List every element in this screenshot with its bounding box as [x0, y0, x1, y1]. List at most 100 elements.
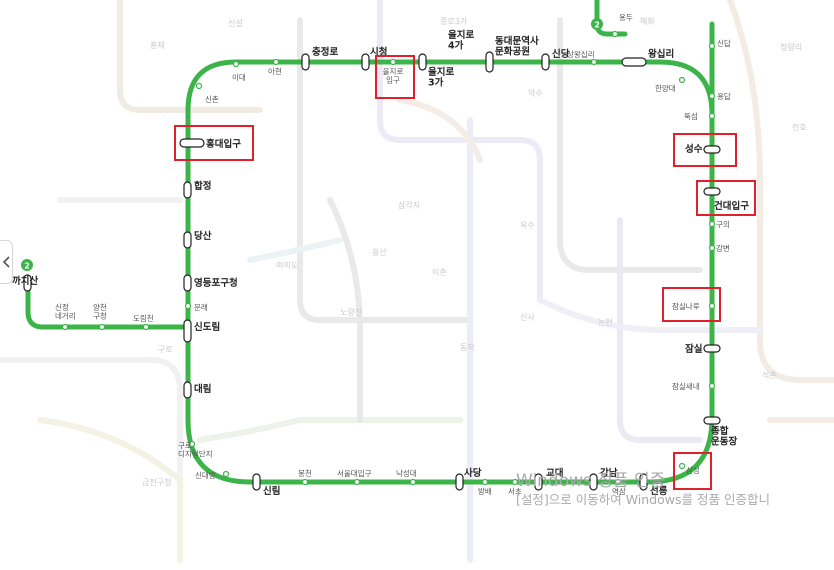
- bg-label-sinseol: 신설: [228, 18, 243, 28]
- mark-samseong: [673, 452, 712, 490]
- svg-text:왕십리: 왕십리: [648, 48, 674, 60]
- station-sindang[interactable]: 신당: [541, 48, 570, 71]
- svg-text:잠실새내: 잠실새내: [672, 381, 700, 391]
- svg-text:상왕십리: 상왕십리: [567, 49, 595, 59]
- watermark-title: Windows 정품 인증: [516, 471, 665, 491]
- station-guui[interactable]: 구의: [708, 219, 730, 229]
- chevron-left-icon: [2, 256, 10, 268]
- station-sadang[interactable]: 사당: [455, 467, 482, 491]
- station-bangbae[interactable]: 방배: [478, 478, 492, 497]
- svg-text:한양대: 한양대: [655, 84, 676, 93]
- svg-text:신답: 신답: [717, 38, 731, 48]
- station-wangsimni[interactable]: 왕십리: [621, 48, 674, 67]
- bg-label-nonhyeon: 논현: [598, 318, 613, 327]
- station-sinchon[interactable]: 신촌: [195, 82, 219, 105]
- station-samseong[interactable]: 삼성: [678, 462, 700, 476]
- mark-konkuk: [696, 180, 756, 216]
- station-hapjeong[interactable]: 합정: [183, 180, 211, 199]
- station-ttukseom[interactable]: 뚝섬: [684, 111, 716, 121]
- station-jamsillaru[interactable]: 잠실나루: [672, 301, 716, 311]
- station-yeoksam[interactable]: 역삼: [612, 478, 626, 497]
- station-sillim[interactable]: 신림: [252, 473, 280, 497]
- station-gyodae[interactable]: 교대: [534, 467, 563, 491]
- bg-label-gaebong: 금천구청: [142, 477, 171, 487]
- station-yongdu[interactable]: 용두: [611, 13, 633, 38]
- station-seocho[interactable]: 서초: [508, 478, 522, 497]
- line-2-badge-left: 2: [21, 259, 33, 271]
- watermark-subtitle: [설정]으로 이동하여 Windows를 정품 인증합니: [516, 492, 770, 507]
- svg-text:강변: 강변: [716, 243, 730, 253]
- station-seolleung[interactable]: 선릉: [639, 473, 668, 497]
- svg-text:도림천: 도림천: [133, 313, 154, 323]
- station-sangwangsimni[interactable]: 상왕십리: [567, 49, 598, 66]
- svg-text:충정로: 충정로: [312, 46, 338, 58]
- station-seongsu[interactable]: 성수: [685, 143, 721, 155]
- svg-text:신당: 신당: [552, 48, 570, 60]
- station-gangbyeon[interactable]: 강변: [708, 243, 730, 253]
- station-yeongdeungpo-gu[interactable]: 영등포구청: [183, 274, 238, 292]
- station-hongik[interactable]: 홍대입구: [179, 138, 241, 150]
- map-prev-button[interactable]: [0, 240, 13, 284]
- station-daerim[interactable]: 대림: [183, 381, 211, 399]
- station-ahyeon[interactable]: 아현: [268, 58, 282, 77]
- svg-text:아현: 아현: [268, 66, 282, 76]
- svg-text:강남: 강남: [600, 467, 618, 479]
- station-dorimcheon[interactable]: 도림천: [133, 313, 154, 331]
- station-sindaebang[interactable]: 신대방: [195, 470, 230, 480]
- bg-label-oksu: 옥수: [520, 221, 535, 230]
- svg-text:용답: 용답: [717, 91, 731, 101]
- svg-text:뚝섬: 뚝섬: [684, 111, 698, 121]
- line-2-branch-kkachisan: [25, 279, 191, 330]
- svg-text:낙성대: 낙성대: [396, 468, 417, 478]
- station-sindorim[interactable]: 신도림: [183, 319, 220, 343]
- station-gangnam[interactable]: 강남: [589, 467, 618, 491]
- svg-text:성수: 성수: [685, 143, 703, 155]
- station-chungjeongno[interactable]: 충정로: [301, 46, 338, 71]
- svg-text:홍대입구: 홍대입구: [206, 138, 241, 150]
- station-snu[interactable]: 서울대입구: [337, 469, 372, 486]
- svg-text:신촌: 신촌: [205, 95, 219, 104]
- station-sindap[interactable]: 신답: [708, 38, 731, 50]
- station-kkachisan[interactable]: 까치산: [12, 274, 38, 292]
- station-dangsan[interactable]: 당산: [183, 230, 212, 249]
- bg-label-yongsan: 용산: [372, 247, 387, 257]
- station-yongdap[interactable]: 용답: [708, 91, 731, 101]
- svg-text:삼성: 삼성: [686, 465, 700, 475]
- svg-text:신대방: 신대방: [195, 470, 216, 480]
- svg-text:서울대입구: 서울대입구: [337, 469, 372, 478]
- mark-euljiro-ipgu: [375, 55, 415, 99]
- svg-text:잠실: 잠실: [685, 343, 703, 355]
- bg-label-yaksu: 약수: [528, 88, 543, 98]
- station-jamsilsaenae[interactable]: 잠실새내: [672, 381, 716, 391]
- station-konkuk[interactable]: 건대입구: [703, 187, 749, 212]
- svg-text:2: 2: [24, 262, 30, 271]
- station-mullae[interactable]: 문래: [184, 302, 208, 312]
- bg-label-hyehwa: 혜화: [640, 17, 655, 26]
- station-bongcheon[interactable]: 봉천: [298, 468, 312, 486]
- bg-label-cheongnyangni: 청량리: [780, 42, 802, 52]
- svg-text:역삼: 역삼: [612, 486, 626, 496]
- bg-label-samgakji: 삼각지: [398, 200, 420, 210]
- svg-text:당산: 당산: [194, 230, 212, 242]
- station-hanyangdae[interactable]: 한양대: [655, 76, 686, 94]
- svg-text:사당: 사당: [464, 467, 482, 479]
- bg-label-jongno: 종로3가: [440, 17, 468, 26]
- station-jamsil[interactable]: 잠실: [685, 343, 721, 355]
- station-nakseongdae[interactable]: 낙성대: [396, 468, 417, 486]
- station-ewha[interactable]: 이대: [232, 60, 246, 83]
